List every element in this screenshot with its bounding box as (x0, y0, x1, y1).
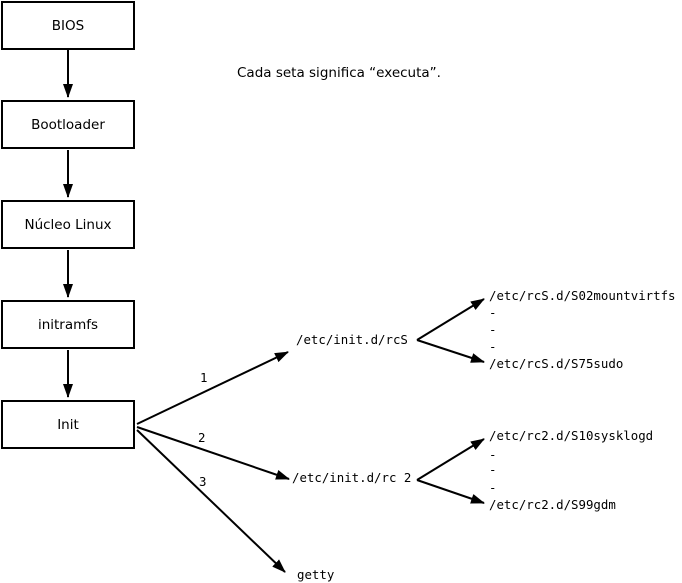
node-initramfs-label: initramfs (37, 316, 99, 333)
rcs-script-first: /etc/rcS.d/S02mountvirtfs (489, 288, 676, 303)
branch-3-label: 3 (199, 474, 207, 489)
node-nucleo-linux-label: Núcleo Linux (24, 216, 112, 233)
rc2-script-dash-2: - (489, 462, 497, 477)
target-init-d-rc2: /etc/init.d/rc 2 (292, 470, 412, 485)
rc2-script-first: /etc/rc2.d/S10sysklogd (489, 428, 654, 443)
arrow-rc2-to-last-script (416, 479, 485, 504)
branch-2-label: 2 (198, 430, 206, 445)
target-init-d-rcs: /etc/init.d/rcS (296, 332, 408, 347)
rcs-script-dash-3: - (489, 339, 497, 354)
rc2-script-last: /etc/rc2.d/S99gdm (489, 497, 616, 512)
rc2-script-dash-1: - (489, 447, 497, 462)
node-init: Init (1, 400, 135, 449)
node-bootloader: Bootloader (1, 100, 135, 149)
arrow-rc2-to-first-script (416, 438, 485, 481)
branch-1-label: 1 (200, 370, 208, 385)
rcs-script-last: /etc/rcS.d/S75sudo (489, 356, 624, 371)
node-bios-label: BIOS (51, 17, 85, 34)
arrow-init-to-getty (136, 429, 286, 573)
arrow-init-to-rc2 (136, 426, 290, 480)
node-bios: BIOS (1, 1, 135, 50)
rcs-script-dash-1: - (489, 305, 497, 320)
node-nucleo-linux: Núcleo Linux (1, 200, 135, 249)
legend-note: Cada seta significa “executa”. (237, 65, 441, 81)
rc2-script-dash-3: - (489, 480, 497, 495)
target-getty: getty (297, 567, 335, 582)
arrow-rcs-to-first-script (416, 298, 485, 341)
node-bootloader-label: Bootloader (31, 116, 105, 133)
node-init-label: Init (57, 416, 79, 433)
arrow-init-to-rcs (136, 351, 289, 425)
arrow-rcs-to-last-script (416, 339, 485, 363)
node-initramfs: initramfs (1, 300, 135, 349)
rcs-script-dash-2: - (489, 322, 497, 337)
